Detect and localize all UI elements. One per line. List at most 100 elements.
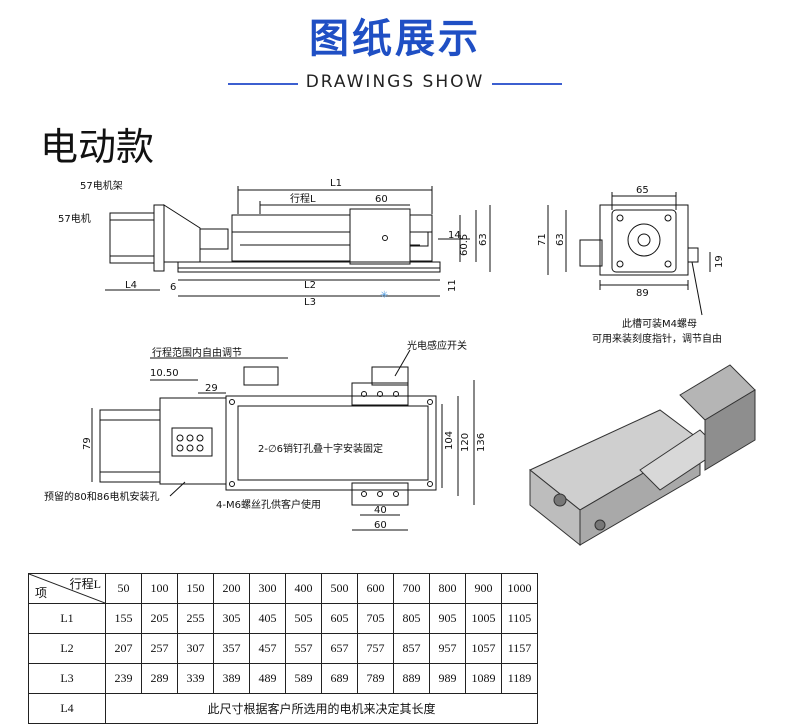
table-cell: 307 — [177, 633, 214, 664]
table-cell: 405 — [249, 603, 286, 634]
dim-60-top: 60 — [375, 194, 388, 205]
table-cell: 207 — [105, 633, 142, 664]
dim-10-50: 10.50 — [150, 368, 179, 379]
top-slider-upper — [351, 382, 409, 406]
table-cell: 289 — [141, 663, 178, 694]
l4-note-cell: 此尺寸根据客户所选用的电机来决定其长度 — [105, 693, 538, 724]
note-stroke-range: 行程范围内自由调节 — [152, 346, 242, 359]
side-slider — [349, 208, 411, 265]
end-view-motor — [611, 209, 677, 273]
stroke-cell: 500 — [321, 573, 358, 604]
top-motor — [99, 409, 161, 483]
dim-L1: L1 — [330, 178, 342, 189]
spec-table: 行程L 项 50 100 150 200 300 400 500 600 700… — [28, 573, 538, 724]
table-header-row: 行程L 项 50 100 150 200 300 400 500 600 700… — [28, 573, 538, 604]
table-cell: 557 — [285, 633, 322, 664]
header-rule-right — [492, 83, 562, 85]
header-rule-left — [228, 83, 298, 85]
table-cell: 905 — [429, 603, 466, 634]
dim-60-bottom: 60 — [374, 520, 387, 531]
label-motor-bracket: 57电机架 — [80, 179, 123, 192]
stroke-cell: 1000 — [501, 573, 538, 604]
stroke-cell: 300 — [249, 573, 286, 604]
row-label: L3 — [28, 663, 106, 694]
top-base-plate — [225, 395, 437, 491]
note-m6: 4-M6螺丝孔供客户使用 — [216, 498, 321, 511]
table-cell: 505 — [285, 603, 322, 634]
page-subtitle: DRAWINGS SHOW — [305, 72, 485, 92]
note-sensor: 光电感应开关 — [407, 339, 467, 352]
top-sensor-left — [243, 366, 279, 386]
dim-29: 29 — [205, 383, 218, 394]
dim-60-5: 60.5 — [459, 234, 470, 256]
stroke-cell: 600 — [357, 573, 394, 604]
header-item-label: 项 — [35, 586, 48, 600]
table-cell: 805 — [393, 603, 430, 634]
table-cell: 339 — [177, 663, 214, 694]
stroke-cell: 900 — [465, 573, 502, 604]
dim-65: 65 — [636, 185, 649, 196]
note-motor-holes: 预留的80和86电机安装孔 — [44, 490, 159, 503]
side-motor-bracket — [153, 204, 165, 272]
note-slot-2: 可用来装刻度指针，调节自由 — [592, 332, 722, 345]
dim-stroke: 行程L — [290, 192, 316, 205]
stroke-cell: 100 — [141, 573, 178, 604]
table-cell: 239 — [105, 663, 142, 694]
table-cell: 689 — [321, 663, 358, 694]
dim-11: 11 — [447, 279, 458, 292]
side-module-body — [231, 214, 433, 262]
table-cell: 889 — [393, 663, 430, 694]
table-row: L2 207 257 307 357 457 557 657 757 857 9… — [28, 633, 538, 664]
side-sensor — [409, 231, 429, 247]
row-label: L2 — [28, 633, 106, 664]
table-cell: 757 — [357, 633, 394, 664]
dim-71: 71 — [537, 233, 548, 246]
note-slot-1: 此槽可装M4螺母 — [622, 317, 697, 330]
model-label: 电动款 — [40, 125, 155, 169]
side-bracket-gusset — [163, 204, 201, 263]
dim-L3: L3 — [304, 297, 316, 308]
side-coupling — [199, 228, 229, 250]
table-cell: 605 — [321, 603, 358, 634]
table-cell: 389 — [213, 663, 250, 694]
row-label: L4 — [28, 693, 106, 724]
table-cell: 1089 — [465, 663, 502, 694]
header-stroke-label: 行程L — [69, 577, 101, 591]
dim-104: 104 — [444, 431, 455, 450]
technical-drawing: ✳ 57电机架 57电机 L1 行程L 60 14 60.5 63 L4 6 L… — [44, 178, 756, 547]
table-corner-cell: 行程L 项 — [28, 573, 106, 604]
dim-19: 19 — [714, 255, 725, 268]
label-motor: 57电机 — [58, 212, 91, 225]
table-cell: 489 — [249, 663, 286, 694]
table-row: L4 此尺寸根据客户所选用的电机来决定其长度 — [28, 693, 538, 724]
stroke-cell: 50 — [105, 573, 142, 604]
table-cell: 205 — [141, 603, 178, 634]
table-cell: 357 — [213, 633, 250, 664]
dim-L4: L4 — [125, 280, 137, 291]
note-pin-holes: 2-∅6销钉孔叠十字安装固定 — [258, 442, 383, 455]
table-cell: 857 — [393, 633, 430, 664]
table-cell: 989 — [429, 663, 466, 694]
table-cell: 255 — [177, 603, 214, 634]
dim-120: 120 — [460, 433, 471, 452]
table-cell: 957 — [429, 633, 466, 664]
dim-L2: L2 — [304, 280, 316, 291]
table-cell: 155 — [105, 603, 142, 634]
end-view-body — [599, 204, 689, 276]
top-motor-flange — [159, 397, 227, 485]
stroke-cell: 400 — [285, 573, 322, 604]
table-cell: 305 — [213, 603, 250, 634]
table-cell: 589 — [285, 663, 322, 694]
dim-89: 89 — [636, 288, 649, 299]
dim-136: 136 — [476, 433, 487, 452]
side-base-plate — [177, 261, 441, 273]
table-row: L1 155 205 255 305 405 505 605 705 805 9… — [28, 603, 538, 634]
table-cell: 1105 — [501, 603, 538, 634]
top-slider-lower — [351, 482, 409, 506]
table-cell: 1057 — [465, 633, 502, 664]
svg-text:✳: ✳ — [380, 290, 388, 301]
table-cell: 457 — [249, 633, 286, 664]
dim-63-end: 63 — [555, 233, 566, 246]
dim-14: 14 — [448, 230, 461, 241]
stroke-cell: 800 — [429, 573, 466, 604]
